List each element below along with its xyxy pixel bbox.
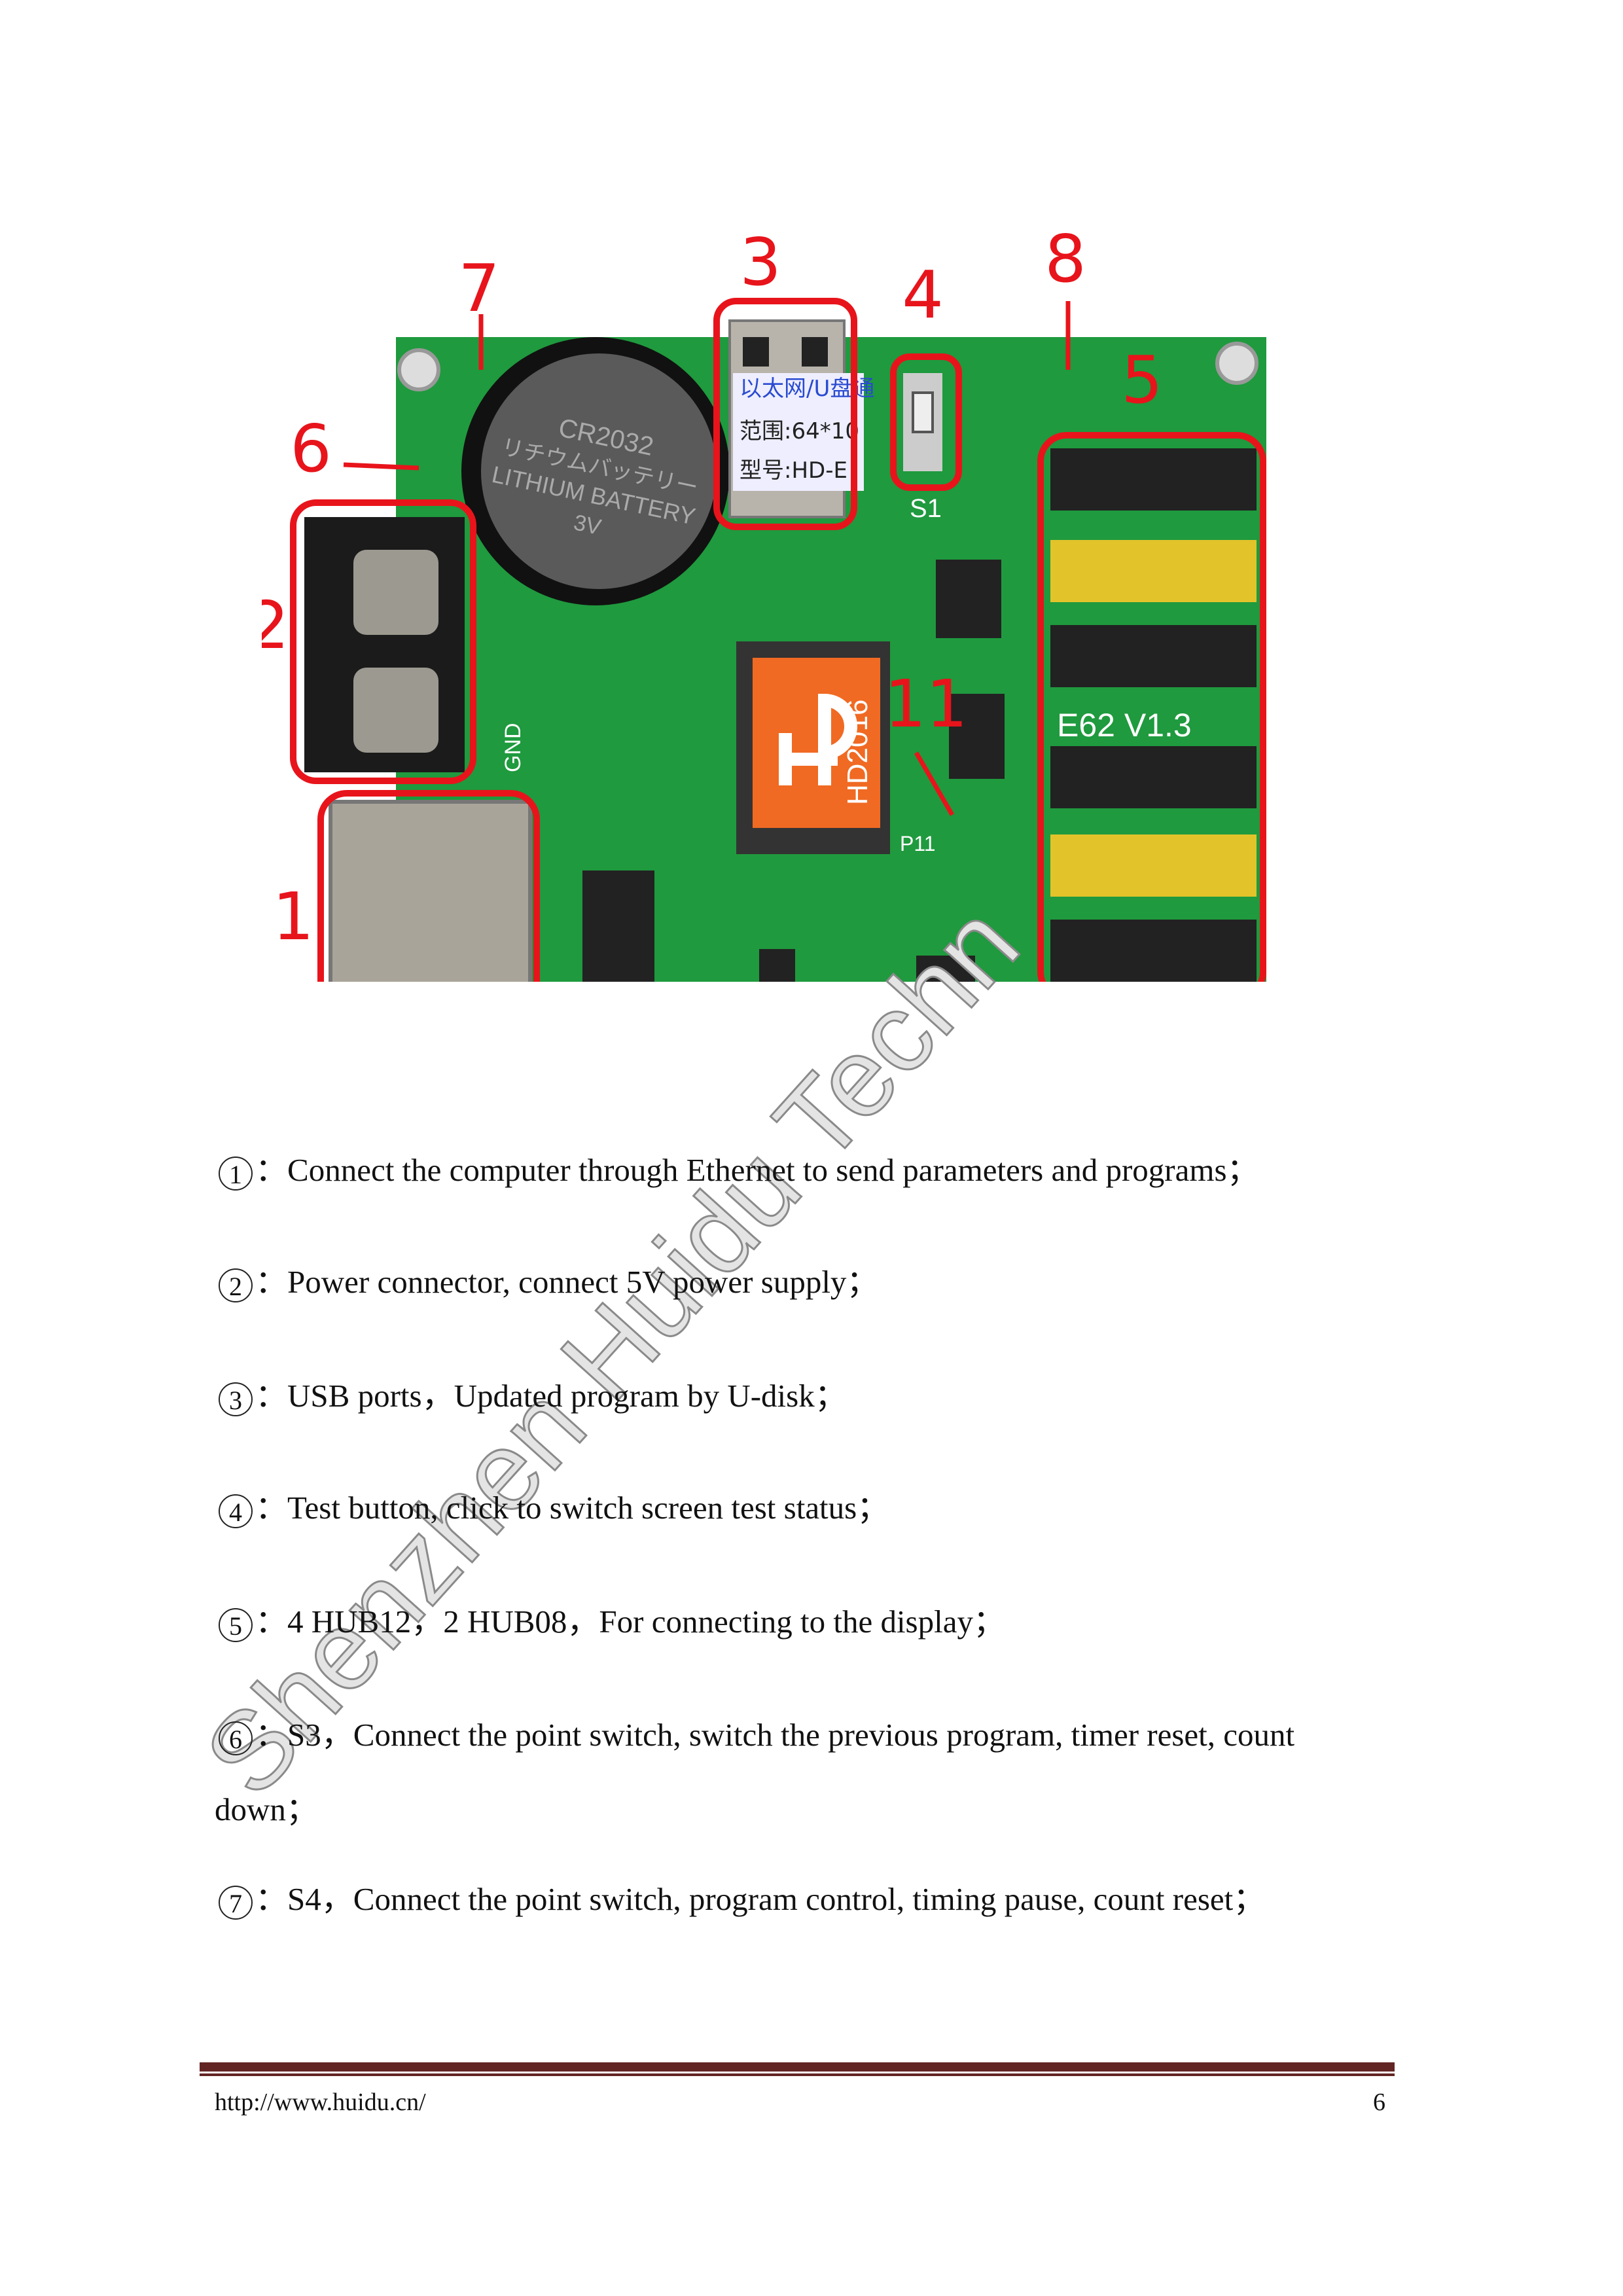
item-text: 4 HUB12，2 HUB08，For connecting to the di… bbox=[287, 1604, 1005, 1640]
item-number: 1 bbox=[219, 1157, 253, 1191]
callout-box-headers bbox=[1037, 432, 1266, 982]
battery-text: 3V bbox=[571, 510, 603, 540]
callout-2: 2 bbox=[262, 587, 289, 664]
item-number: 4 bbox=[219, 1494, 253, 1528]
item-text: Connect the computer through Ethernet to… bbox=[287, 1152, 1259, 1188]
list-item: 5：4 HUB12，2 HUB08，For connecting to the … bbox=[219, 1602, 1005, 1642]
mount-hole bbox=[1215, 342, 1258, 385]
separator: ： bbox=[255, 1152, 288, 1188]
controller-board-photo: CR2032 リチウムバッテリー LITHIUM BATTERY 3V 以太网/… bbox=[262, 221, 1266, 982]
callout-1: 1 bbox=[272, 878, 314, 955]
battery bbox=[481, 353, 717, 589]
item-text: S3，Connect the point switch, switch the … bbox=[287, 1717, 1295, 1753]
separator: ： bbox=[255, 1264, 288, 1300]
gnd-label: GND bbox=[501, 723, 526, 772]
separator: ： bbox=[255, 1604, 288, 1640]
list-item: 6：S3，Connect the point switch, switch th… bbox=[219, 1715, 1294, 1755]
list-item: 1：Connect the computer through Ethernet … bbox=[219, 1151, 1259, 1191]
item-number: 3 bbox=[219, 1382, 253, 1416]
item-text: Test button, click to switch screen test… bbox=[287, 1490, 889, 1526]
list-item: 3：USB ports，Updated program by U-disk； bbox=[219, 1376, 847, 1416]
mount-hole bbox=[397, 348, 440, 391]
list-item: 7：S4，Connect the point switch, program c… bbox=[219, 1880, 1265, 1920]
callout-7: 7 bbox=[458, 250, 500, 327]
callout-box-power bbox=[290, 499, 476, 784]
separator: ： bbox=[255, 1378, 288, 1414]
item-number: 2 bbox=[219, 1268, 253, 1302]
callout-5: 5 bbox=[1121, 342, 1163, 418]
usb-label-text: 型号:HD-E bbox=[740, 457, 847, 484]
callout-box-button bbox=[890, 353, 962, 491]
separator: ： bbox=[255, 1881, 288, 1917]
usb-label-text: 范围:64*10 bbox=[740, 418, 859, 444]
item-text: S4，Connect the point switch, program con… bbox=[287, 1881, 1266, 1917]
list-item: 4：Test button, click to switch screen te… bbox=[219, 1488, 889, 1528]
list-item: 2：Power connector, connect 5V power supp… bbox=[219, 1263, 878, 1302]
item-text-continuation: down； bbox=[215, 1791, 318, 1827]
footer-url: http://www.huidu.cn/ bbox=[215, 2089, 426, 2116]
watermark: Shenzhen Huidu Techn bbox=[181, 881, 1043, 1820]
callout-box-usb bbox=[713, 298, 857, 530]
ethernet-port bbox=[329, 800, 532, 982]
p11-label: P11 bbox=[900, 832, 936, 855]
callout-11: 11 bbox=[884, 666, 967, 742]
separator: ： bbox=[255, 1490, 288, 1526]
footer-rule bbox=[200, 2062, 1395, 2072]
item-number: 5 bbox=[219, 1608, 253, 1642]
footer-rule-thin bbox=[200, 2073, 1395, 2076]
model-label: E62 V1.3 bbox=[1057, 707, 1192, 744]
page-number: 6 bbox=[1373, 2089, 1385, 2116]
s1-label: S1 bbox=[910, 494, 942, 523]
callout-3: 3 bbox=[740, 224, 781, 300]
item-number: 6 bbox=[219, 1721, 253, 1755]
callout-box-ethernet bbox=[317, 790, 540, 982]
separator: ： bbox=[255, 1717, 288, 1753]
item-text: USB ports，Updated program by U-disk； bbox=[287, 1378, 847, 1414]
hub-headers bbox=[1050, 448, 1257, 982]
callout-8: 8 bbox=[1044, 221, 1086, 297]
item-number: 7 bbox=[219, 1886, 253, 1920]
item-text: Power connector, connect 5V power supply… bbox=[287, 1264, 879, 1300]
callout-6: 6 bbox=[290, 410, 332, 487]
callout-4: 4 bbox=[902, 257, 944, 333]
